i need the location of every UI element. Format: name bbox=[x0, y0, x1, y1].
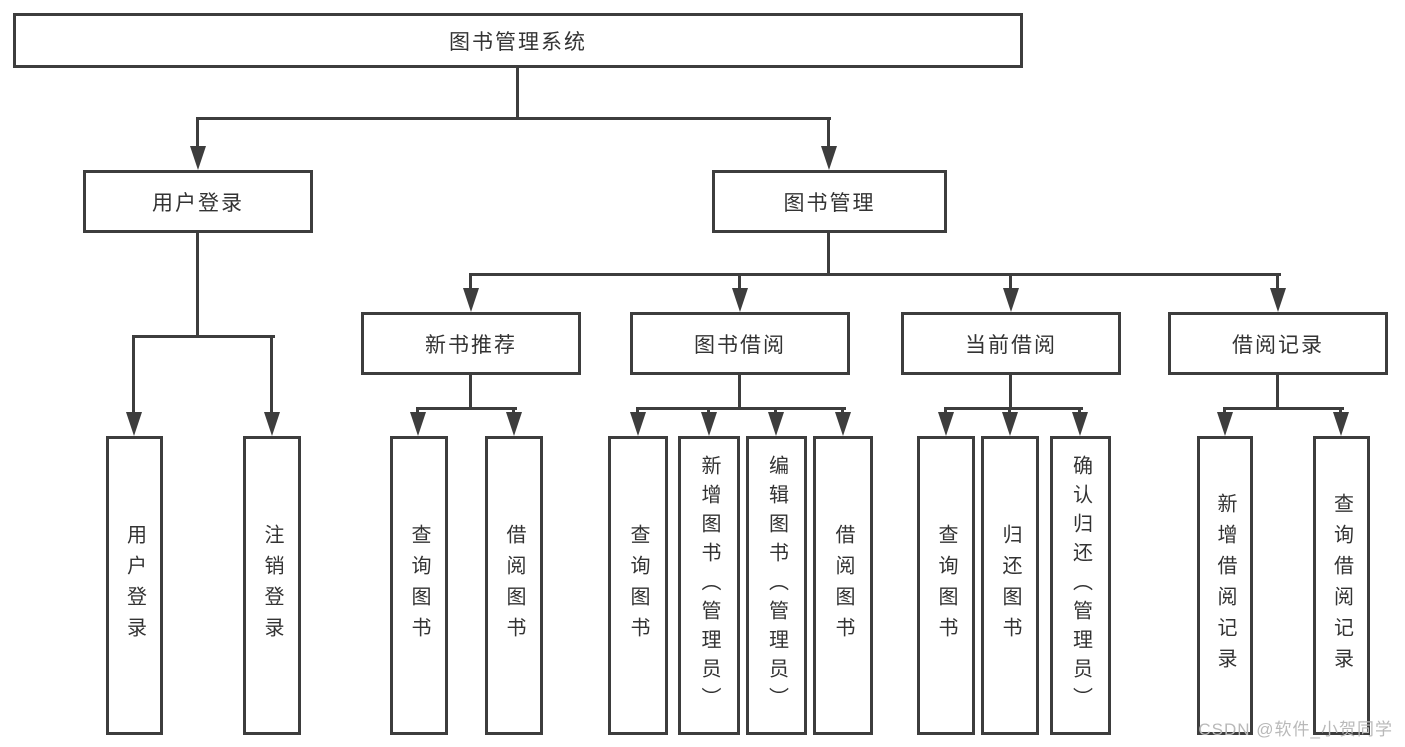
leaf-label: 新增借阅记录 bbox=[1214, 492, 1236, 679]
arrow-head-icon bbox=[1002, 412, 1018, 436]
node-library-management-system: 图书管理系统 bbox=[13, 13, 1023, 68]
leaf-query-borrow-record: 查询借阅记录 bbox=[1313, 436, 1370, 735]
arrow-head-icon bbox=[1003, 288, 1019, 312]
leaf-edit-books-admin: 编辑图书（管理员） bbox=[746, 436, 807, 735]
arrow-head-icon bbox=[1217, 412, 1233, 436]
connector-line bbox=[1276, 273, 1279, 290]
leaf-logout: 注销登录 bbox=[243, 436, 301, 735]
leaf-add-borrow-record: 新增借阅记录 bbox=[1197, 436, 1253, 735]
connector-line bbox=[827, 117, 830, 148]
connector-line bbox=[827, 233, 830, 276]
arrow-head-icon bbox=[938, 412, 954, 436]
leaf-query-books-recommend: 查询图书 bbox=[390, 436, 448, 735]
connector-line bbox=[1008, 407, 1011, 415]
connector-line bbox=[196, 233, 199, 338]
connector-line bbox=[1276, 375, 1279, 410]
connector-line bbox=[944, 407, 947, 415]
connector-line bbox=[469, 273, 472, 290]
connector-line bbox=[944, 407, 1083, 410]
node-label: 当前借阅 bbox=[965, 333, 1057, 357]
connector-line bbox=[270, 335, 273, 414]
connector-line bbox=[196, 117, 199, 148]
node-current-borrowing: 当前借阅 bbox=[901, 312, 1121, 375]
leaf-label: 注销登录 bbox=[261, 523, 283, 648]
arrow-head-icon bbox=[768, 412, 784, 436]
connector-line bbox=[1009, 375, 1012, 410]
connector-line bbox=[416, 407, 419, 415]
arrow-head-icon bbox=[732, 288, 748, 312]
connector-line bbox=[774, 407, 777, 415]
connector-line bbox=[1078, 407, 1081, 415]
node-label: 图书管理 bbox=[783, 191, 876, 215]
connector-line bbox=[516, 68, 519, 120]
leaf-label: 查询借阅记录 bbox=[1330, 492, 1353, 679]
connector-line bbox=[738, 273, 741, 290]
arrow-head-icon bbox=[1072, 412, 1088, 436]
leaf-borrow-books-borrowing: 借阅图书 bbox=[813, 436, 873, 735]
arrow-head-icon bbox=[630, 412, 646, 436]
connector-line bbox=[1223, 407, 1226, 415]
leaf-label: 借阅图书 bbox=[503, 523, 525, 648]
connector-line bbox=[1223, 407, 1344, 410]
arrow-head-icon bbox=[463, 288, 479, 312]
arrow-head-icon bbox=[264, 412, 280, 436]
leaf-borrow-books-recommend: 借阅图书 bbox=[485, 436, 543, 735]
leaf-confirm-return-admin: 确认归还（管理员） bbox=[1050, 436, 1111, 735]
node-label: 用户登录 bbox=[152, 191, 244, 215]
csdn-watermark: CSDN @软件_小贺同学 bbox=[1198, 720, 1393, 739]
connector-line bbox=[1339, 407, 1342, 415]
connector-line bbox=[469, 273, 1281, 276]
leaf-label: 查询图书 bbox=[627, 523, 649, 648]
arrow-head-icon bbox=[821, 146, 837, 170]
leaf-label: 确认归还（管理员） bbox=[1069, 455, 1092, 716]
connector-line bbox=[636, 407, 846, 410]
leaf-label: 查询图书 bbox=[408, 523, 430, 648]
arrow-head-icon bbox=[410, 412, 426, 436]
arrow-head-icon bbox=[1333, 412, 1349, 436]
leaf-label: 归还图书 bbox=[999, 523, 1021, 648]
leaf-label: 借阅图书 bbox=[832, 523, 854, 648]
leaf-return-books: 归还图书 bbox=[981, 436, 1039, 735]
connector-line bbox=[132, 335, 135, 414]
connector-line bbox=[132, 335, 275, 338]
arrow-head-icon bbox=[506, 412, 522, 436]
leaf-add-books-admin: 新增图书（管理员） bbox=[678, 436, 740, 735]
node-book-management: 图书管理 bbox=[712, 170, 947, 233]
connector-line bbox=[416, 407, 517, 410]
node-book-borrowing: 图书借阅 bbox=[630, 312, 850, 375]
leaf-query-books-current: 查询图书 bbox=[917, 436, 975, 735]
node-label: 借阅记录 bbox=[1232, 333, 1324, 357]
leaf-label: 查询图书 bbox=[935, 523, 957, 648]
node-label: 新书推荐 bbox=[425, 333, 517, 357]
leaf-label: 编辑图书（管理员） bbox=[765, 455, 788, 716]
node-new-book-recommendation: 新书推荐 bbox=[361, 312, 581, 375]
connector-line bbox=[636, 407, 639, 415]
leaf-query-books-borrowing: 查询图书 bbox=[608, 436, 668, 735]
connector-line bbox=[738, 375, 741, 410]
connector-line bbox=[469, 375, 472, 410]
arrow-head-icon bbox=[1270, 288, 1286, 312]
node-label: 图书管理系统 bbox=[449, 30, 587, 54]
leaf-user-login: 用户登录 bbox=[106, 436, 163, 735]
leaf-label: 新增图书（管理员） bbox=[698, 455, 720, 716]
connector-line bbox=[196, 117, 831, 120]
connector-line bbox=[707, 407, 710, 415]
node-user-login: 用户登录 bbox=[83, 170, 313, 233]
connector-line bbox=[512, 407, 515, 415]
leaf-label: 用户登录 bbox=[123, 523, 146, 648]
connector-line bbox=[1009, 273, 1012, 290]
connector-line bbox=[841, 407, 844, 415]
arrow-head-icon bbox=[126, 412, 142, 436]
node-borrowing-records: 借阅记录 bbox=[1168, 312, 1388, 375]
node-label: 图书借阅 bbox=[694, 333, 786, 357]
arrow-head-icon bbox=[701, 412, 717, 436]
arrow-head-icon bbox=[835, 412, 851, 436]
arrow-head-icon bbox=[190, 146, 206, 170]
